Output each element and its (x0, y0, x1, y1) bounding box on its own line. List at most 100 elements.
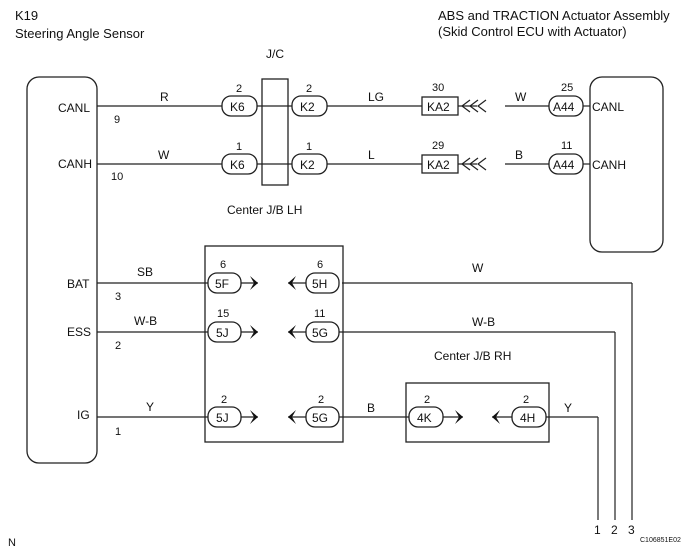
wire-color: Y (146, 400, 154, 414)
actuator-pin-label: CANL (592, 100, 624, 114)
sensor-pin-canl: CANL 9 (58, 101, 120, 126)
svg-text:5F: 5F (215, 277, 229, 291)
arrow-right (288, 276, 296, 290)
terminal-3: 3 (628, 523, 635, 537)
connector-k6 (221, 95, 258, 117)
wire-color: LG (368, 90, 384, 104)
wire-color: B (515, 148, 523, 162)
connector-a44 (548, 153, 584, 175)
actuator-pin-label: CANH (592, 158, 626, 172)
power-row-bat: SB 6 5F 6 5H W (97, 259, 633, 520)
sensor-pin-canh: CANH 10 (58, 157, 123, 183)
svg-text:KA2: KA2 (427, 100, 450, 114)
arrow-right (288, 410, 296, 424)
connector-k2 (291, 95, 328, 117)
sensor-pin-bat: BAT 3 (67, 277, 121, 303)
sensor-pin-ig: IG 1 (77, 408, 121, 438)
svg-text:BAT: BAT (67, 277, 90, 291)
wire-color: W (158, 148, 170, 162)
terminal-1: 1 (594, 523, 601, 537)
connector-chevron (461, 99, 487, 113)
svg-text:9: 9 (114, 114, 120, 126)
wire-color: R (160, 90, 169, 104)
svg-text:KA2: KA2 (427, 158, 450, 172)
power-row-ig: Y 2 5J 2 5G B (97, 394, 409, 428)
svg-text:K2: K2 (300, 100, 315, 114)
pin-number: 6 (317, 259, 323, 271)
svg-text:A44: A44 (553, 100, 575, 114)
pin-number: 2 (424, 394, 430, 406)
jc-sub-label: Center J/B LH (227, 203, 302, 217)
wire-color: W-B (472, 315, 495, 329)
wire-color: W (515, 90, 527, 104)
pin-number: 1 (306, 141, 312, 153)
arrow-right (492, 410, 500, 424)
svg-text:ESS: ESS (67, 325, 91, 339)
svg-text:4H: 4H (520, 411, 535, 425)
svg-text:5G: 5G (312, 326, 328, 340)
svg-text:5J: 5J (216, 411, 229, 425)
svg-text:5J: 5J (216, 326, 229, 340)
wire-color: Y (564, 401, 572, 415)
svg-text:4K: 4K (417, 411, 432, 425)
svg-text:IG: IG (77, 408, 90, 422)
jb-rh-label: Center J/B RH (434, 349, 511, 363)
pin-number: 2 (221, 394, 227, 406)
connector-5j (207, 321, 242, 343)
connector-5j (207, 406, 242, 428)
arrow-left (250, 325, 258, 339)
sensor-code: K19 (15, 8, 38, 23)
svg-text:K6: K6 (230, 158, 245, 172)
ig-junction-4k-4h: 2 4K 2 4H Y (408, 394, 599, 520)
pin-number: 2 (318, 394, 324, 406)
can-row-canh: W 1 K6 1 K2 L 29 KA2 B 11 A44 CANH (97, 140, 626, 175)
connector-5h (305, 272, 340, 294)
svg-text:CANH: CANH (58, 157, 92, 171)
actuator-title: ABS and TRACTION Actuator Assembly (438, 8, 670, 23)
connector-chevron (461, 157, 487, 171)
svg-text:2: 2 (115, 340, 121, 352)
wire-color: B (367, 401, 375, 415)
connector-5g (305, 406, 340, 428)
terminal-2: 2 (611, 523, 618, 537)
svg-text:K6: K6 (230, 100, 245, 114)
connector-5g (305, 321, 340, 343)
corner-letter: N (8, 537, 16, 549)
pin-number: 11 (561, 140, 572, 152)
jc-connector (261, 78, 289, 186)
connector-4h (511, 406, 547, 428)
svg-text:K2: K2 (300, 158, 315, 172)
svg-text:5G: 5G (312, 411, 328, 425)
figure-code: C106851E02 (640, 537, 681, 544)
arrow-left (250, 410, 258, 424)
can-row-canl: R 2 K6 2 K2 LG 30 KA2 W 25 A44 CANL (97, 82, 624, 117)
pin-number: 11 (314, 308, 325, 320)
pin-number: 2 (236, 83, 242, 95)
connector-ka2 (421, 154, 459, 174)
pin-number: 30 (432, 82, 444, 94)
arrow-left (455, 410, 463, 424)
svg-text:10: 10 (111, 171, 123, 183)
pin-number: 25 (561, 82, 573, 94)
actuator-subtitle: (Skid Control ECU with Actuator) (438, 24, 627, 39)
connector-5f (207, 272, 242, 294)
arrow-right (288, 325, 296, 339)
jc-label: J/C (266, 47, 284, 61)
arrow-left (250, 276, 258, 290)
pin-number: 2 (306, 83, 312, 95)
connector-a44 (548, 95, 584, 117)
svg-text:1: 1 (115, 426, 121, 438)
pin-number: 2 (523, 394, 529, 406)
pin-number: 6 (220, 259, 226, 271)
svg-text:3: 3 (115, 291, 121, 303)
wire-color: W-B (134, 314, 157, 328)
power-row-ess: W-B 15 5J 11 5G W-B (97, 308, 616, 520)
svg-text:5H: 5H (312, 277, 327, 291)
sensor-pin-ess: ESS 2 (67, 325, 121, 352)
svg-text:CANL: CANL (58, 101, 90, 115)
connector-k2 (291, 153, 328, 175)
wire-color: W (472, 261, 484, 275)
wire-color: L (368, 148, 375, 162)
svg-text:A44: A44 (553, 158, 575, 172)
